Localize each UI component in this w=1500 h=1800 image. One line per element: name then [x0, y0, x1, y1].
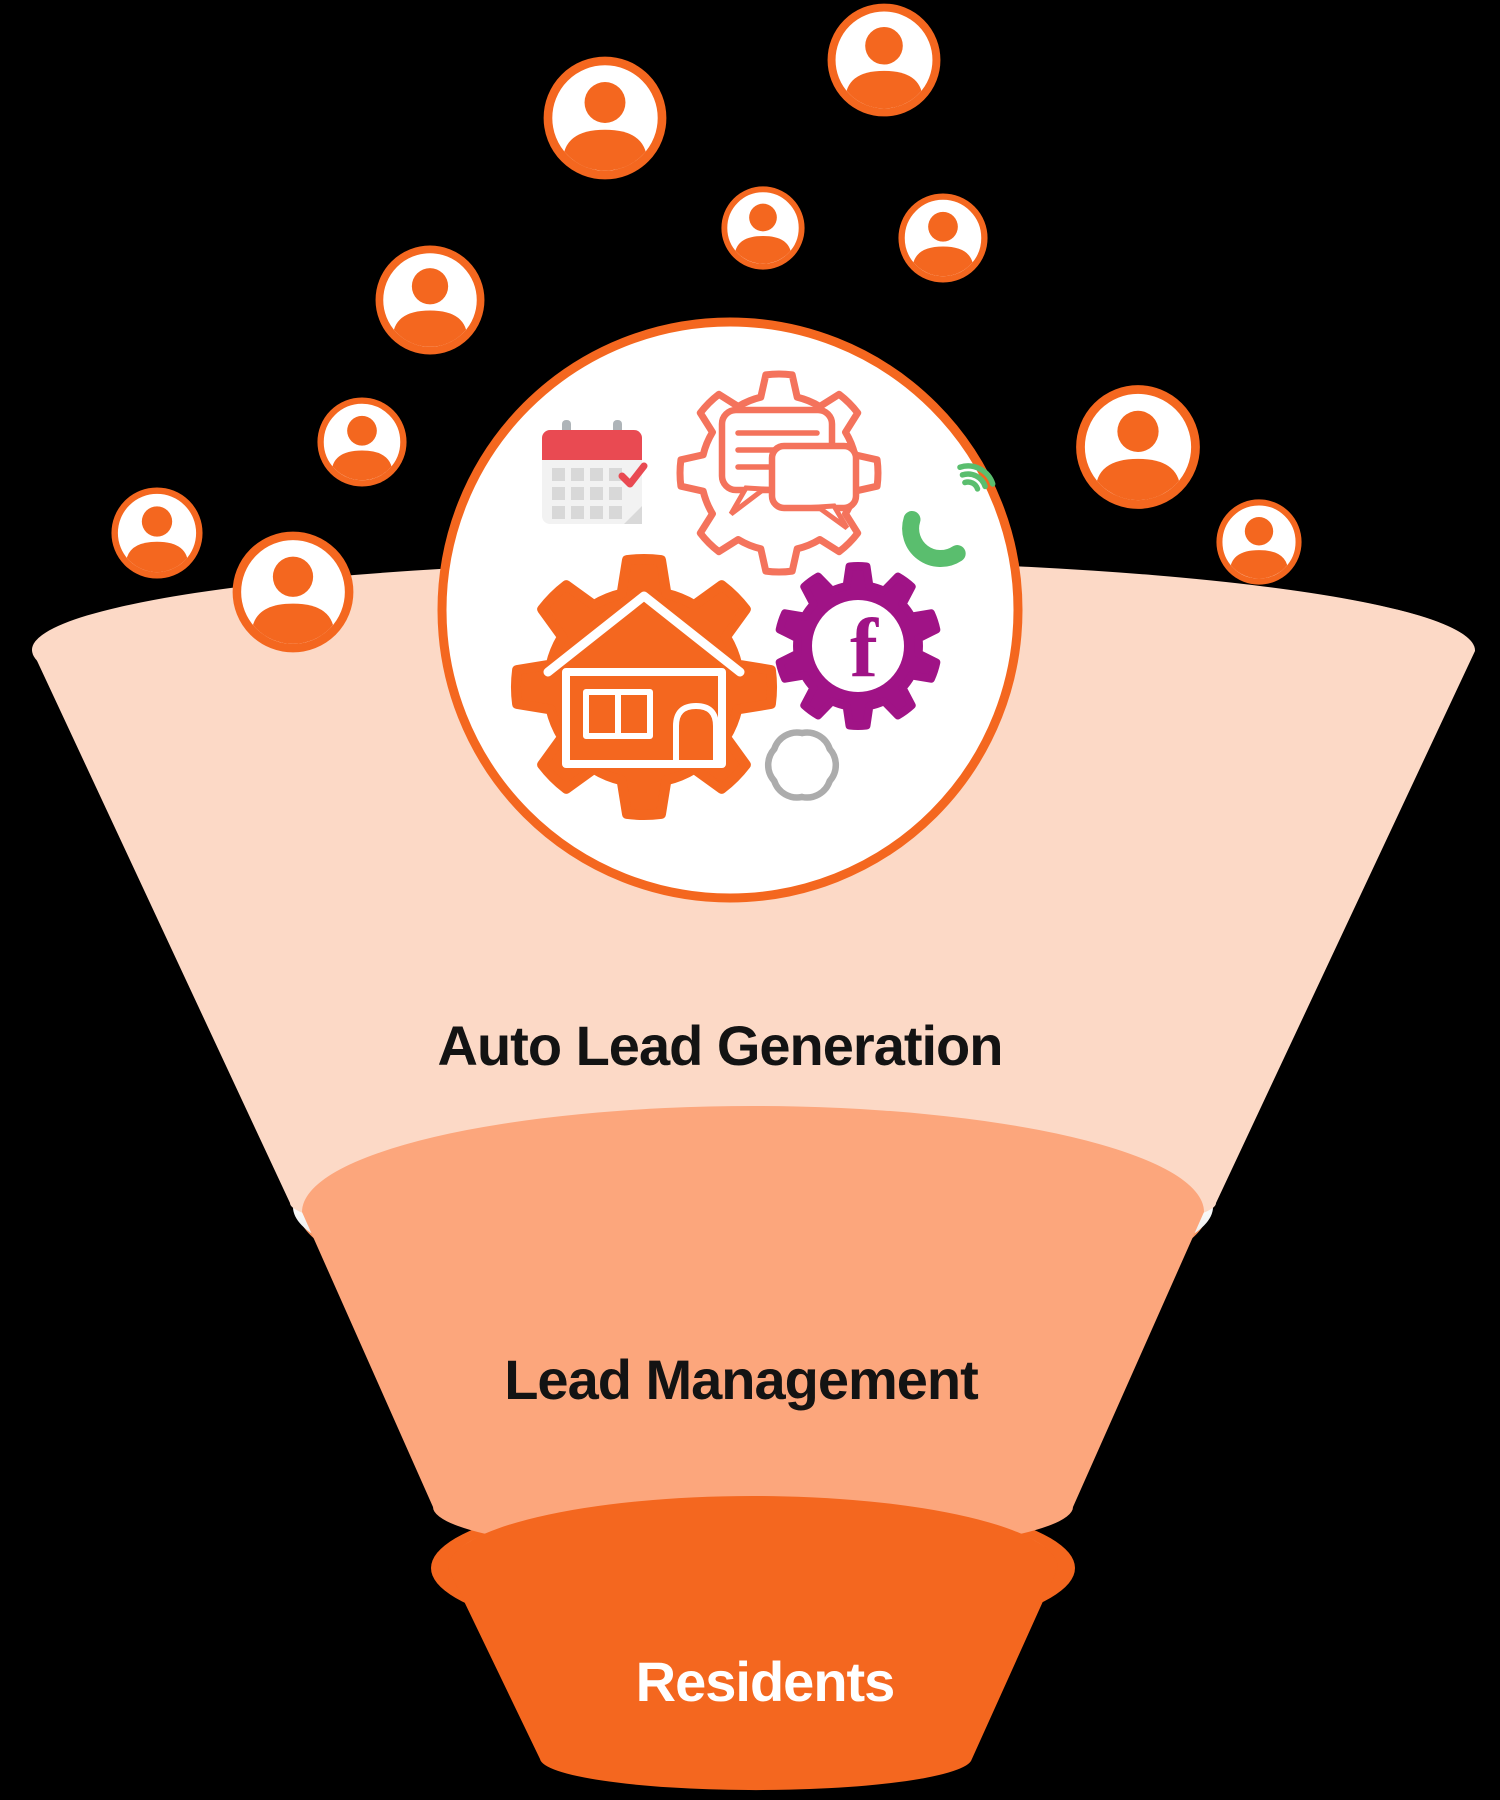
integrations-hub: f — [437, 317, 1023, 903]
person-icon — [1219, 502, 1298, 581]
funnel-shape — [32, 560, 1476, 1791]
person-icon — [237, 536, 349, 648]
phone-icon — [902, 463, 996, 568]
facebook-gear-icon: f — [775, 562, 941, 730]
tier2-lead-management — [302, 1106, 1204, 1556]
tier-label-residents: Residents — [635, 1650, 896, 1713]
chat-gear-icon — [676, 370, 882, 576]
person-icon — [1081, 390, 1196, 505]
person-icon — [548, 61, 662, 175]
person-icon — [321, 401, 404, 484]
person-icon — [379, 249, 480, 350]
calendar-icon — [542, 420, 648, 524]
person-icon — [902, 197, 985, 280]
person-icon — [832, 8, 937, 113]
tier1-auto-lead-generation — [32, 560, 1476, 1245]
person-icon — [724, 189, 801, 266]
tier3-residents — [448, 1496, 1058, 1791]
facebook-letter: f — [850, 602, 879, 695]
person-icon — [115, 491, 200, 576]
tier-label-auto-lead-generation: Auto Lead Generation — [437, 1014, 1004, 1077]
openai-icon — [765, 729, 839, 801]
house-gear-icon — [510, 553, 778, 821]
tier-label-lead-management: Lead Management — [504, 1348, 979, 1411]
